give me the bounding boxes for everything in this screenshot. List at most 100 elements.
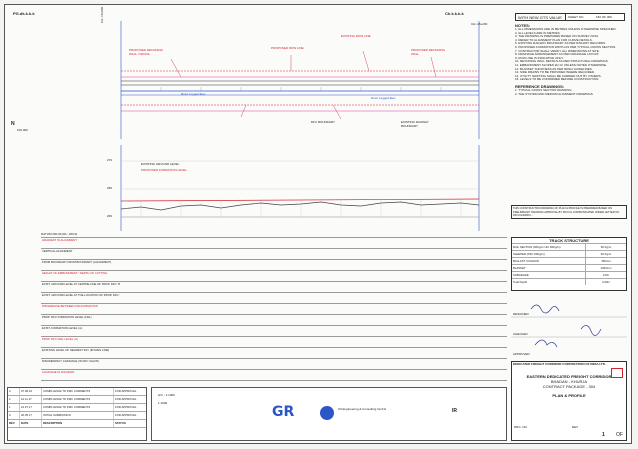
leader-lines	[170, 50, 437, 120]
chainage-right: CH:-18+200	[471, 22, 488, 26]
track-row-label: RAIL SECTION (60Kg/m UIC 60Kg/m)	[512, 244, 586, 250]
elev-label-260: 260	[107, 214, 113, 218]
band-row-label: EXISTING LEVEL OF NEAREST RLY (IR MAIN L…	[42, 349, 110, 352]
note-item: 12. BLANKET THICKNESS AS PER RDSO GUIDEL…	[515, 67, 593, 71]
elev-label-270: 270	[107, 158, 113, 162]
band-row-label: FROM BOUNDARY FROM BOUNDARY (ALIGNMENT)	[42, 261, 112, 264]
elev-label-265: 265	[107, 186, 113, 190]
doc-status: WITH NEW GTS VALUE	[518, 15, 562, 20]
sheet-no-box: SHEET NO. 182 OF 306	[565, 13, 625, 21]
note-item: 5. EXISTING RAILWAY BOUNDARY AS PER RAIL…	[515, 42, 606, 46]
band-bottom-line	[41, 380, 507, 381]
profile-verticals	[140, 199, 462, 217]
footer-ratio: 1:1000	[158, 401, 168, 405]
ground-profile	[120, 201, 480, 211]
revision-cell-desc: COMPLIANCE TO PMC COMMENTS	[42, 396, 114, 403]
scale-value: 100.000	[17, 128, 28, 132]
band-row: GRADIENT IN ALIGNMENT	[41, 237, 507, 247]
title-block: DEDICATED FREIGHT CORRIDOR CORPORATION O…	[511, 361, 627, 441]
revision-cell-status: STATUS	[114, 420, 154, 427]
note-item: 8. DRAINAGE ARRANGEMENT AS PER DRAINAGE …	[515, 53, 600, 57]
band-row: EXIST. FORMATION LEVEL (m)	[41, 325, 507, 335]
revision-cell-status: FOR APPROVAL	[114, 396, 154, 403]
top-left-marker: PG.dk.k.k.k	[13, 11, 35, 16]
top-right-marker: Ch.k.k.k.k	[445, 11, 464, 16]
client-org: DEDICATED FREIGHT CORRIDOR CORPORATION O…	[513, 362, 606, 366]
band-row: EXIST. GROUND LEVEL AT CENTRE LINE OF PR…	[41, 281, 507, 291]
note-item: 11. EMBANKMENT SLOPES 2H:1V UNLESS NOTED…	[515, 63, 607, 67]
track-row: SLEEPER (PSC 60Kg/m)60 Kg/m	[512, 250, 626, 257]
band-row: DIFFERENCE BETWEEN FRL/FORMATION	[41, 303, 507, 313]
plan-label-4: PROPOSED RETAINING WALL	[411, 48, 445, 56]
track-row-value: 60 Kg/m	[600, 252, 612, 256]
track-row: Total Depth 3.00m	[512, 278, 626, 285]
revision-cell-desc: COMPLIANCE TO PMC COMMENTS	[42, 404, 114, 411]
track-row: RAIL SECTION (60Kg/m UIC 60Kg/m)60 Kg/m	[512, 243, 626, 250]
north-label: N	[11, 121, 15, 127]
note-item: 10. RETAINING WALL DETAILS AS PER STRUCT…	[515, 60, 609, 64]
band-row-label: GRADIENT IN ALIGNMENT	[42, 239, 77, 242]
package-name: CONTRACT PACKAGE - 304	[542, 383, 596, 389]
plan-label-3: EXISTING ROW LINE	[341, 34, 371, 38]
revision-cell-status: FOR APPROVAL	[114, 412, 154, 419]
track-row-value: 3.00m	[602, 280, 610, 284]
approval-stamp: THIS CONSTRUCTION DRAWING OF PLAN & PROF…	[511, 205, 627, 219]
profile-view: 270 265 260 DATUM 260.00 (RL: 260.0) EXI…	[41, 145, 507, 236]
track-row-label: BALLAST CUSHION	[512, 258, 586, 264]
section-name: BHADAN - KHURJA	[550, 378, 588, 384]
plan-label-6: Rowr Logged Elev	[371, 96, 396, 100]
contractor-logo: GR	[272, 404, 295, 420]
note-item: 15. LEVELS TO BE CONFIRMED BEFORE CONSTR…	[515, 78, 600, 82]
signature-block: DESIGNED CHECKED APPROVED	[511, 297, 627, 357]
note-item: 1. ALL DIMENSIONS ARE IN METRES UNLESS O…	[515, 28, 617, 31]
formation-profile	[120, 198, 480, 202]
revision-cell-status: FOR APPROVAL	[114, 388, 154, 395]
track-row-label: Total Depth	[512, 279, 586, 285]
band-row: EXIST. GROUND LEVEL AT TOE LOCATION OF P…	[41, 292, 507, 302]
drg-no-label: DRG. NO.	[514, 425, 528, 430]
band-row-label: PROP. DFC FORMATION LEVEL (FRL)	[42, 316, 92, 319]
reference-title: REFERENCE DRAWINGS:	[515, 83, 565, 89]
band-row: VERTICAL ALIGNMENT	[41, 248, 507, 258]
revision-cell-date: 20.05.17	[20, 412, 42, 419]
revision-cell-date: 21.07.17	[20, 404, 42, 411]
band-row-label: DIFFERENCE BETWEEN FRL/FORMATION	[42, 305, 98, 308]
track-row-label: BLANKET	[512, 265, 586, 271]
chainage-ticks	[160, 87, 442, 91]
notes-title: NOTES:	[515, 23, 531, 28]
note-item: 6. PROPOSED FORMATION WIDTH AS PER TYPIC…	[515, 45, 616, 49]
plan-label-2: PROPOSED ROW LINE	[271, 46, 304, 50]
chainage-left: CH:-18+000	[100, 6, 104, 23]
sheet-no-label: SHEET NO.	[568, 15, 585, 19]
sheet-no-value: 182 OF 306	[596, 15, 612, 19]
band-row-label: PROP. DFC RAIL LEVEL (m)	[42, 338, 79, 341]
band-row: PROP. DFC FORMATION LEVEL (FRL)	[41, 314, 507, 324]
band-row-label: DISCREPANCY CHAINAGE (IN DFC CHAIN)	[42, 360, 99, 363]
band-row: HEIGHT OF EMBANKMENT / DEPTH OF CUTTING	[41, 270, 507, 280]
band-row-label: EXIST. FORMATION LEVEL (m)	[42, 327, 83, 330]
revision-cell-date: 12.11.17	[20, 396, 42, 403]
band-row: CHAINAGE IN DIAGRAM	[41, 369, 507, 379]
revision-cell-rev: REV	[8, 420, 20, 427]
track-row-value: 1000mm	[600, 266, 612, 270]
sig-role-2: CHECKED	[513, 332, 528, 336]
note-item: 4. REFER TO ALIGNMENT PLAN FOR CURVE DET…	[515, 38, 593, 42]
reference-item: 1. TYPICAL CROSS SECTION DRAWING	[515, 88, 572, 92]
project-name: EASTERN DEDICATED FREIGHT CORRIDOR	[526, 373, 612, 379]
consultant-name: Oil Engineering & Consulting GmbH	[338, 407, 386, 411]
revision-cell-desc: INITIAL SUBMISSION	[42, 412, 114, 419]
consultant-logo-icon	[320, 406, 334, 420]
drawing-title: PLAN & PROFILE	[552, 392, 586, 398]
reference-item: 2. THE SYSTEM AND MEDIUM ALIGNMENT DRAWI…	[515, 92, 593, 96]
band-row-label: EXIST. GROUND LEVEL AT CENTRE LINE OF PR…	[42, 283, 120, 286]
footer-scale: H/V - 1:1000	[158, 393, 175, 397]
track-structure: TRACK STRUCTURE RAIL SECTION (60Kg/m UIC…	[511, 237, 627, 291]
